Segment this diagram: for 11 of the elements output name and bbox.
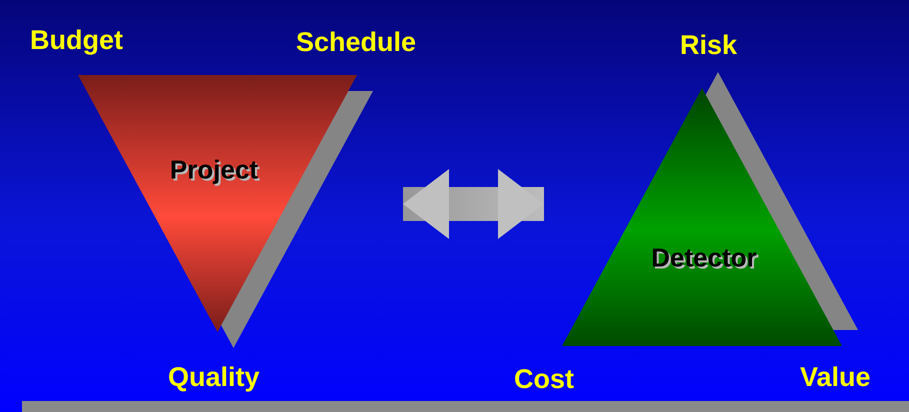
corner-label: Quality	[168, 362, 260, 393]
double-arrow	[403, 169, 544, 239]
corner-label: Schedule	[296, 27, 416, 58]
corner-label: Budget	[30, 25, 123, 56]
triangle-label: Project	[170, 154, 258, 186]
corner-label: Cost	[514, 364, 574, 395]
triangle	[78, 75, 357, 332]
triangle	[562, 88, 842, 346]
corner-label: Risk	[680, 30, 738, 61]
corner-label: Value	[800, 362, 871, 393]
triangle-label: Detector	[651, 242, 757, 274]
